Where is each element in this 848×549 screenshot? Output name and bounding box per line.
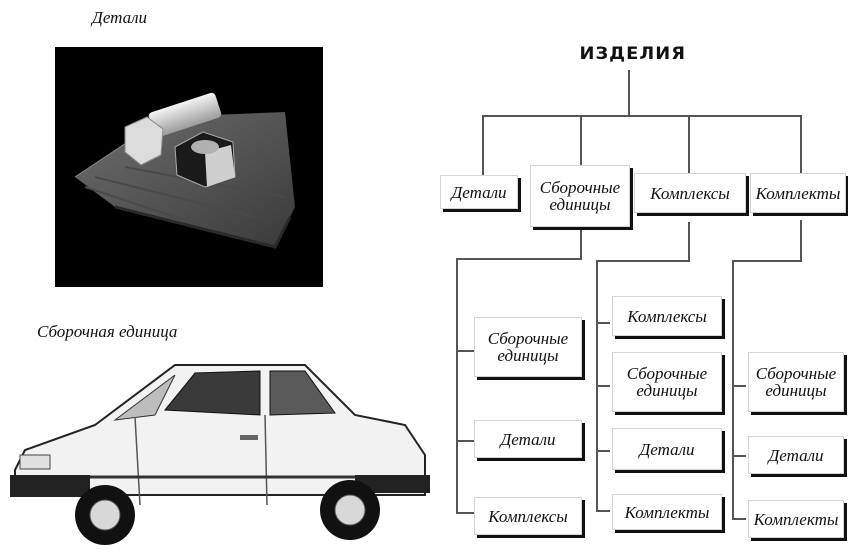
complex-child-complexes: Комплексы: [612, 296, 722, 336]
level1-kits: Комплекты: [750, 173, 846, 213]
level1-complexes: Комплексы: [634, 173, 746, 213]
kit-tick-1: [732, 385, 746, 387]
kit-child-parts: Детали: [748, 436, 844, 474]
root-stem: [628, 70, 630, 116]
assembly-child-complexes: Комплексы: [474, 497, 582, 535]
car-image: [5, 355, 435, 545]
complex-bus: [596, 260, 690, 262]
assembly-stem: [580, 230, 582, 260]
assembly-tick-1: [456, 350, 474, 352]
complex-child-assemblies: Сборочные единицы: [612, 352, 722, 412]
complex-stem: [688, 222, 690, 262]
level1-assemblies: Сборочные единицы: [530, 165, 630, 227]
tree-root-label: ИЗДЕЛИЯ: [579, 44, 687, 64]
assembly-bus: [456, 258, 582, 260]
kit-stem: [800, 220, 802, 262]
complex-tick-3: [596, 450, 610, 452]
assembly-caption: Сборочная единица: [37, 322, 178, 341]
kit-bus: [732, 260, 802, 262]
complex-child-parts: Детали: [612, 428, 722, 470]
assembly-tick-2: [456, 440, 474, 442]
to-complexes: [688, 115, 690, 173]
bolt-and-nut-image: [55, 47, 323, 287]
to-parts: [482, 115, 484, 175]
assembly-vertical: [456, 258, 458, 513]
kit-tick-3: [732, 518, 746, 520]
complex-child-kits: Комплекты: [612, 494, 722, 530]
to-assemblies: [580, 115, 582, 165]
assembly-tick-3: [456, 512, 474, 514]
to-kits: [800, 115, 802, 173]
complex-tick-1: [596, 322, 610, 324]
assembly-child-assemblies: Сборочные единицы: [474, 317, 582, 377]
level1-bus: [482, 115, 800, 117]
kit-vertical: [732, 260, 734, 518]
kit-child-kits: Комплекты: [748, 500, 844, 538]
complex-tick-2: [596, 385, 610, 387]
assembly-child-parts: Детали: [474, 420, 582, 458]
level1-parts: Детали: [440, 175, 518, 209]
kit-tick-2: [732, 455, 746, 457]
kit-child-assemblies: Сборочные единицы: [748, 352, 844, 412]
complex-tick-4: [596, 510, 610, 512]
parts-caption: Детали: [92, 8, 148, 27]
